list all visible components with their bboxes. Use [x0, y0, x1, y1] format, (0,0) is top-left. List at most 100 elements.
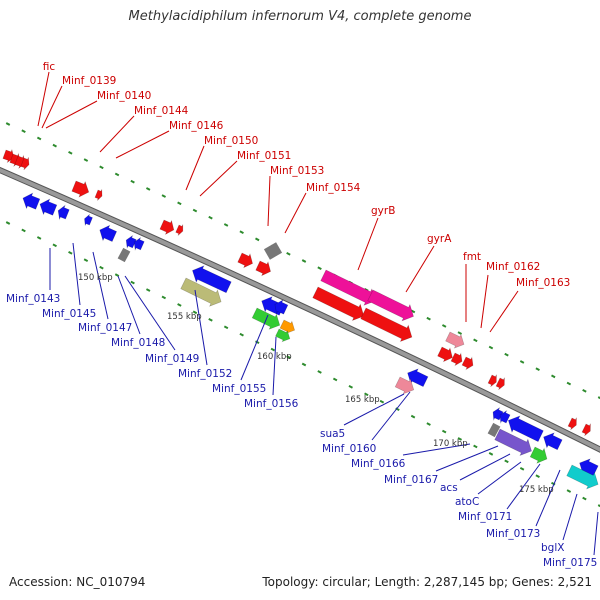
gene-label-bottom: Minf_0148	[111, 337, 165, 349]
inner-tick-dot	[145, 288, 151, 292]
gene-label-top: Minf_0162	[486, 261, 540, 273]
gene-label-top: gyrA	[427, 233, 452, 245]
inner-tick-dot	[504, 459, 509, 464]
leader-line	[535, 469, 561, 527]
gene-label-bottom: acs	[440, 482, 458, 494]
gene-label-bottom: sua5	[320, 428, 345, 440]
reverse-gene-arrow	[57, 204, 70, 221]
leader-line	[185, 145, 205, 191]
gene-label-top: gyrB	[371, 205, 395, 217]
forward-gene-arrow	[360, 307, 413, 343]
leader-line	[459, 453, 511, 481]
inner-tick-dot	[332, 377, 338, 382]
outer-tick-dot	[192, 208, 198, 213]
reverse-gene-arrow	[99, 224, 118, 242]
scale-tick-label: 160 kbp	[257, 352, 292, 362]
forward-gene-arrow	[320, 269, 376, 306]
forward-gene-arrow	[461, 356, 474, 371]
inner-tick-dot	[348, 385, 353, 389]
outer-tick-dot	[177, 201, 182, 206]
gene-label-bottom: Minf_0152	[178, 368, 232, 380]
inner-tick-dot	[410, 414, 416, 419]
forward-gene-arrow	[159, 219, 175, 236]
reverse-gene-arrow	[84, 214, 93, 226]
gene-label-top: Minf_0154	[306, 182, 361, 194]
inner-tick-dot	[255, 340, 260, 344]
gene-label-bottom: Minf_0145	[42, 308, 96, 320]
leader-line	[124, 275, 176, 351]
gene-label-bottom: Minf_0167	[384, 474, 438, 486]
outer-tick-dot	[301, 259, 307, 263]
scale-tick-label: 155 kbp	[167, 312, 202, 322]
leader-line	[117, 275, 141, 335]
gene-label-bottom: atoC	[455, 496, 479, 508]
outer-tick-dot	[130, 179, 135, 184]
forward-gene-arrow	[487, 374, 497, 388]
inner-tick-dot	[21, 228, 26, 233]
reverse-gene-arrow	[192, 265, 232, 294]
gene-features	[2, 148, 599, 490]
inner-tick-dot	[270, 347, 276, 352]
leader-line	[115, 130, 170, 159]
gene-label-bottom: Minf_0147	[78, 322, 132, 334]
genome-backbone	[0, 166, 600, 453]
leader-line	[267, 175, 271, 227]
inner-tick-dot	[317, 370, 322, 374]
reverse-gene-arrow	[180, 277, 222, 307]
reverse-gene-arrow	[566, 464, 599, 490]
outer-tick-dot	[317, 266, 322, 271]
map-title: Methylacidiphilum infernorum V4, complet…	[128, 9, 472, 24]
outer-tick-dot	[441, 324, 447, 328]
leader-line	[480, 274, 489, 329]
inner-tick-dot	[379, 399, 385, 404]
reverse-gene-arrow	[407, 368, 429, 388]
outer-tick-dot	[36, 136, 42, 141]
gene-label-bottom: bglX	[541, 542, 564, 554]
outer-tick-dot	[519, 360, 525, 364]
outer-tick-dot	[255, 237, 260, 242]
gene-label-top: Minf_0140	[97, 90, 151, 102]
leader-line	[562, 493, 578, 541]
leader-line	[489, 290, 519, 333]
leader-line	[37, 71, 50, 127]
forward-gene-arrow	[581, 423, 591, 437]
gene-label-bottom: Minf_0149	[145, 353, 199, 365]
reverse-gene-arrow	[22, 192, 41, 210]
inner-tick-dot	[519, 466, 525, 471]
outer-tick-dot	[21, 129, 26, 134]
outer-tick-dot	[208, 215, 213, 220]
scale-tick-label: 175 kbp	[519, 485, 554, 495]
leader-line	[593, 511, 599, 556]
gene-label-bottom: Minf_0175	[543, 557, 597, 569]
inner-tick-dot	[223, 325, 229, 330]
outer-tick-dot	[551, 374, 556, 379]
gene-label-top: Minf_0153	[270, 165, 324, 177]
inner-tick-dot	[551, 481, 556, 486]
inner-tick-dot	[364, 392, 369, 397]
inner-tick-dot	[426, 422, 431, 426]
inner-tick-dot	[239, 332, 244, 337]
inner-tick-dot	[488, 452, 494, 456]
forward-gene-arrow	[367, 289, 414, 322]
leader-line	[477, 461, 522, 495]
outer-tick-dot	[68, 151, 73, 155]
inner-tick-dot	[535, 474, 540, 479]
leader-line	[45, 100, 98, 129]
inner-tick-dot	[301, 362, 307, 367]
outer-tick-dot	[457, 331, 463, 335]
inner-tick-dot	[192, 310, 198, 315]
forward-gene-arrow	[237, 252, 253, 269]
gene-box	[117, 247, 131, 263]
outer-tick-dot	[488, 345, 494, 350]
forward-gene-arrow	[20, 157, 30, 171]
reverse-gene-arrow	[494, 428, 532, 457]
inner-tick-dot	[395, 407, 400, 412]
leader-line	[402, 443, 471, 456]
leader-line	[284, 192, 307, 234]
gene-label-top: Minf_0151	[237, 150, 291, 162]
forward-gene-arrow	[175, 224, 184, 236]
leader-line	[194, 289, 208, 366]
inner-tick-dot	[208, 317, 213, 322]
outer-tick-dot	[145, 187, 151, 191]
leader-line	[435, 445, 499, 472]
